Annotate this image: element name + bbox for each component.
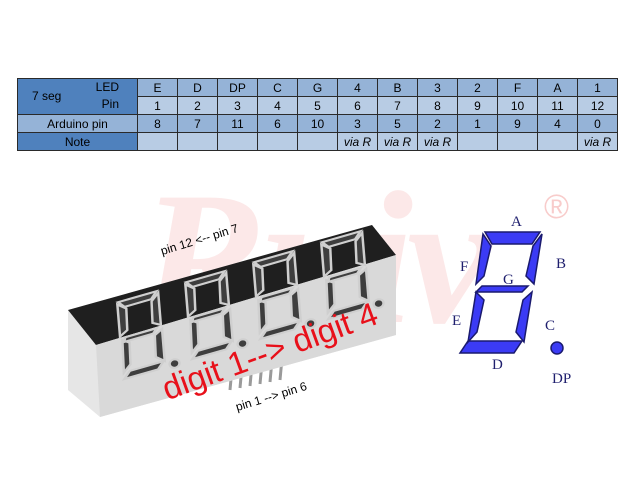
table-cell: 3 [417,78,458,97]
table-cell: F [497,78,538,97]
table-cell: via R [577,132,618,151]
table-cell: DP [217,78,258,97]
table-cell: 5 [297,96,338,115]
table-cell: C [257,78,298,97]
table-header-7seg: 7 seg LED Pin [17,78,138,115]
segment-dp [550,341,564,355]
table-cell: via R [377,132,418,151]
pin-mapping-table: 7 seg LED Pin E D DP C G 4 B 3 2 F A 1 1… [17,78,618,151]
table-cell [537,132,578,151]
table-cell: 3 [217,96,258,115]
table-cell: 1 [577,78,618,97]
table-cell: 6 [337,96,378,115]
table-row-note: Note via R via R via R via R [17,132,618,151]
table-cell: 4 [257,96,298,115]
table-cell: 11 [217,114,258,133]
segment-label-f: F [460,259,469,275]
table-cell: via R [417,132,458,151]
seven-segment-diagram [458,231,564,355]
segment-a [483,231,542,245]
table-cell: E [137,78,178,97]
module-face [68,225,396,345]
table-cell: 8 [417,96,458,115]
table-header-arduino: Arduino pin [17,114,138,133]
segment-label-d: D [492,357,503,373]
table-cell: 10 [497,96,538,115]
segment-label-a: A [511,214,522,230]
segment-d [458,340,524,354]
table-header-note: Note [17,132,138,151]
table-cell: 7 [377,96,418,115]
registered-mark-icon: ® [544,188,570,226]
table-cell [297,132,338,151]
header-7seg-label: 7 seg [32,89,62,103]
table-cell [497,132,538,151]
table-cell [257,132,298,151]
table-cell [457,132,498,151]
table-cell: 5 [377,114,418,133]
table-cell: 12 [577,96,618,115]
table-cell: 9 [497,114,538,133]
table-cell: G [297,78,338,97]
table-cell: 9 [457,96,498,115]
table-cell: 7 [177,114,218,133]
header-led-label: LED [95,80,119,94]
table-cell: 0 [577,114,618,133]
table-cell: 2 [457,78,498,97]
table-cell: D [177,78,218,97]
table-cell: 8 [137,114,178,133]
table-cell [217,132,258,151]
segment-c [515,290,534,344]
segment-b [525,233,543,286]
table-cell: 4 [537,114,578,133]
table-row-pin: 1 2 3 4 5 6 7 8 9 10 11 12 [18,96,618,115]
table-cell: 3 [337,114,378,133]
segment-label-c: C [545,318,556,334]
table-row-arduino: Arduino pin 8 7 11 6 10 3 5 2 1 9 4 0 [17,114,618,133]
segment-label-b: B [556,256,567,272]
table-cell: 1 [457,114,498,133]
header-pin-label: Pin [101,97,119,111]
table-cell: A [537,78,578,97]
segment-label-g: G [503,272,514,288]
table-cell: 4 [337,78,378,97]
table-row-led: 7 seg LED Pin E D DP C G 4 B 3 2 F A 1 [17,78,618,115]
table-cell: B [377,78,418,97]
segment-f [474,231,492,287]
table-cell: 1 [137,96,178,115]
four-digit-display-module [68,225,396,417]
table-cell: 6 [257,114,298,133]
segment-label-dp: DP [552,371,572,387]
table-cell: 2 [417,114,458,133]
table-cell [177,132,218,151]
table-cell [137,132,178,151]
table-cell: via R [337,132,378,151]
table-cell: 2 [177,96,218,115]
segment-e [466,290,485,345]
segment-label-e: E [452,313,462,329]
table-cell: 11 [537,96,578,115]
table-cell: 10 [297,114,338,133]
segment-g [474,285,530,293]
